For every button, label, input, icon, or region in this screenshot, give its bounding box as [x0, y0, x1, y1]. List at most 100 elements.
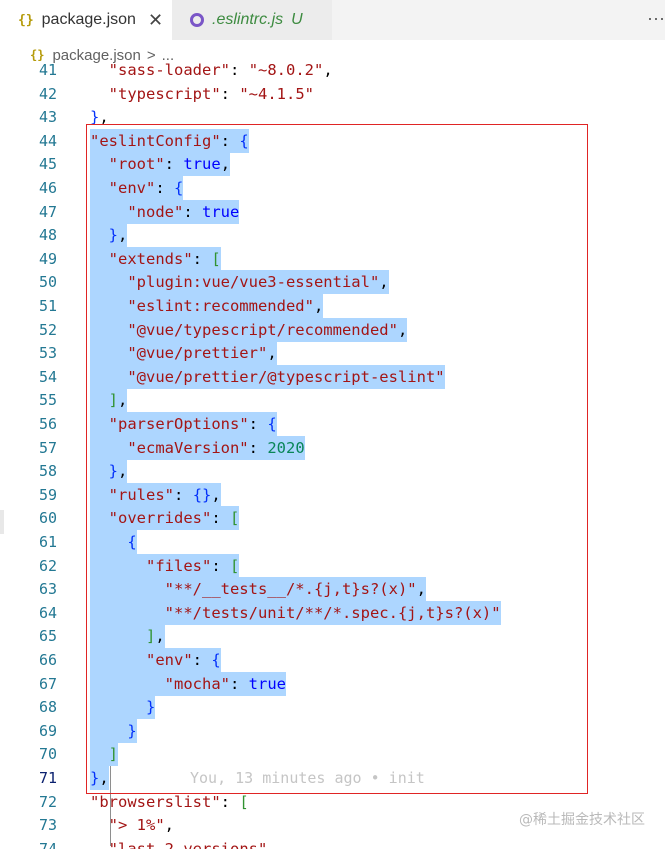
- highlight-box: [86, 124, 588, 794]
- line-number: 67: [38, 674, 57, 693]
- line-number: 55: [38, 391, 57, 410]
- tab-label: .eslintrc.js: [212, 11, 284, 28]
- code-line: 58 },: [0, 459, 665, 484]
- code-text: "last 2 versions",: [108, 839, 277, 849]
- more-actions-icon[interactable]: ···: [647, 8, 665, 28]
- code-text: ]: [90, 742, 119, 767]
- code-line: 51 "eslint:recommended",: [0, 294, 665, 318]
- eslint-icon: [190, 13, 204, 27]
- code-text: "rules": {},: [90, 482, 221, 507]
- gutter-marker: [0, 510, 4, 534]
- code-line: 46 "env": {: [0, 176, 665, 200]
- line-number: 63: [38, 580, 57, 599]
- line-number: 62: [38, 556, 57, 575]
- line-number: 41: [38, 61, 57, 79]
- code-line: 60 "overrides": [: [0, 506, 665, 531]
- tab-bar: {} package.json ✕ .eslintrc.js U ···: [0, 0, 665, 40]
- code-text: "plugin:vue/vue3-essential",: [90, 270, 389, 295]
- code-line: 62 "files": [: [0, 553, 665, 578]
- code-line: 69 }: [0, 718, 665, 743]
- line-number: 50: [38, 273, 57, 292]
- code-text: "@vue/prettier",: [90, 341, 277, 366]
- code-line: 65 ],: [0, 624, 665, 649]
- line-number: 58: [38, 462, 57, 481]
- code-text: "> 1%",: [108, 816, 175, 835]
- code-line: 56 "parserOptions": {: [0, 412, 665, 436]
- line-number: 46: [38, 179, 57, 197]
- code-text: {: [90, 530, 137, 554]
- code-line: 48 },: [0, 223, 665, 248]
- line-number: 42: [38, 84, 57, 103]
- breadcrumb-file[interactable]: package.json: [52, 46, 141, 64]
- code-text: "@vue/prettier/@typescript-eslint": [90, 364, 445, 389]
- line-number: 66: [38, 651, 57, 669]
- code-line: 71},You, 13 minutes ago • init: [0, 766, 665, 790]
- line-number: 72: [38, 792, 57, 811]
- code-text: "eslint:recommended",: [90, 294, 324, 318]
- code-text: ],: [90, 388, 128, 413]
- code-line: 59 "rules": {},: [0, 482, 665, 507]
- line-number: 68: [38, 698, 57, 717]
- json-file-icon: {}: [30, 48, 45, 62]
- line-number: 53: [38, 344, 57, 363]
- code-text: "ecmaVersion": 2020: [90, 435, 305, 460]
- code-line: 57 "ecmaVersion": 2020: [0, 435, 665, 460]
- line-number: 61: [38, 533, 57, 551]
- code-line: 74 "last 2 versions",: [0, 837, 665, 849]
- line-number: 52: [38, 320, 57, 339]
- code-line: 44 "eslintConfig": {: [0, 128, 665, 153]
- watermark: @稀土掘金技术社区: [519, 812, 645, 828]
- line-number: 57: [38, 438, 57, 457]
- code-text: }: [90, 718, 137, 743]
- code-line: 41 "sass-loader": "~8.0.2",: [0, 58, 665, 82]
- line-number: 47: [38, 202, 57, 221]
- code-line: 66 "env": {: [0, 648, 665, 672]
- code-line: 61 {: [0, 530, 665, 554]
- line-number: 48: [38, 226, 57, 245]
- line-number: 59: [38, 485, 57, 504]
- line-number: 64: [38, 603, 57, 622]
- breadcrumb-more[interactable]: ...: [161, 46, 175, 64]
- code-line: 54 "@vue/prettier/@typescript-eslint": [0, 364, 665, 389]
- code-line: 55 ],: [0, 388, 665, 413]
- code-line: 47 "node": true: [0, 199, 665, 224]
- code-text: "@vue/typescript/recommended",: [90, 317, 408, 342]
- code-line: 45 "root": true,: [0, 152, 665, 177]
- code-line: 67 "mocha": true: [0, 671, 665, 696]
- line-number: 45: [38, 155, 57, 174]
- code-line: 50 "plugin:vue/vue3-essential",: [0, 270, 665, 295]
- code-text: "env": {: [90, 648, 221, 672]
- code-text: },: [90, 223, 128, 248]
- code-text: "node": true: [90, 199, 240, 224]
- code-text: "root": true,: [90, 152, 231, 177]
- tab-label: package.json: [41, 11, 136, 28]
- line-number: 43: [38, 108, 57, 127]
- code-editor[interactable]: 41 "sass-loader": "~8.0.2", 42 "typescrip…: [0, 58, 665, 849]
- code-line: 52 "@vue/typescript/recommended",: [0, 317, 665, 342]
- tab-eslintrc[interactable]: .eslintrc.js U: [172, 0, 332, 40]
- code-text: "env": {: [90, 176, 184, 200]
- code-text: "eslintConfig": {: [90, 128, 249, 153]
- tab-package-json[interactable]: {} package.json ✕: [0, 0, 172, 40]
- code-line: 70 ]: [0, 742, 665, 767]
- code-line: 49 "extends": [: [0, 246, 665, 271]
- code-text: },: [90, 459, 128, 484]
- line-number: 44: [38, 131, 57, 150]
- code-line: 63 "**/__tests__/*.{j,t}s?(x)",: [0, 577, 665, 602]
- close-icon[interactable]: ✕: [147, 9, 164, 30]
- line-number: 60: [38, 509, 57, 528]
- line-number: 49: [38, 249, 57, 268]
- code-text: "parserOptions": {: [90, 412, 277, 436]
- breadcrumb-separator: >: [146, 46, 156, 64]
- code-line: 53 "@vue/prettier",: [0, 341, 665, 366]
- code-text: "sass-loader": "~8.0.2",: [108, 61, 333, 79]
- code-text: "**/__tests__/*.{j,t}s?(x)",: [90, 577, 426, 602]
- code-text: "**/tests/unit/**/*.spec.{j,t}s?(x)": [90, 600, 501, 625]
- code-text: "overrides": [: [90, 506, 240, 531]
- code-text: "extends": [: [90, 246, 221, 271]
- code-text: "typescript": "~4.1.5": [108, 84, 314, 103]
- code-line: 72"browserslist": [: [0, 790, 665, 814]
- line-number: 51: [38, 297, 57, 315]
- breadcrumb: {} package.json > ...: [0, 40, 665, 70]
- git-blame-annotation: You, 13 minutes ago • init: [190, 769, 425, 787]
